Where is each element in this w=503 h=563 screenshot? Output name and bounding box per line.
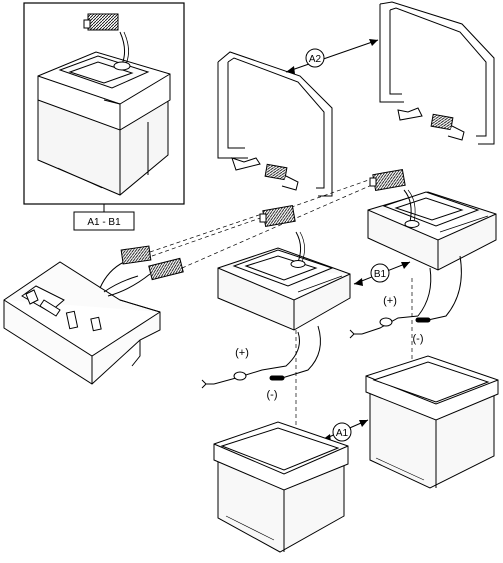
shroud-connector-lower [148,257,184,281]
polarity-left-negative: (-) [267,389,278,401]
battery-connector-left [259,204,306,268]
inset-connector [83,13,131,71]
inset-battery-box [37,51,171,196]
inset-callout-box [73,211,135,231]
polarity-right-positive: (+) [383,295,397,307]
polarity-left-positive: (+) [235,347,249,359]
shroud-housing [3,261,161,385]
callout-a2: A2 [285,39,379,74]
battery-connector-right [369,168,420,228]
battery-cover-left [217,247,351,331]
harness-frame-left [217,51,333,197]
battery-leads-right [349,255,462,339]
callout-b1-label: B1 [374,269,387,280]
callout-a2-label: A2 [309,54,322,65]
harness-frame-right [379,1,495,145]
battery-cover-right [367,191,497,271]
inset-callout-label: A1 - B1 [87,217,121,228]
callout-b1: B1 [353,261,411,286]
battery-leads-left [201,325,321,389]
battery-tray-right [365,355,499,489]
shroud-connector-upper [120,245,152,265]
callout-a1: A1 [321,419,369,442]
battery-tray-left [213,421,349,553]
callout-a1-label: A1 [336,428,349,439]
inset-panel: A1 - B1 [23,2,185,231]
polarity-right-negative: (-) [413,333,424,345]
shroud-cables [99,261,151,297]
